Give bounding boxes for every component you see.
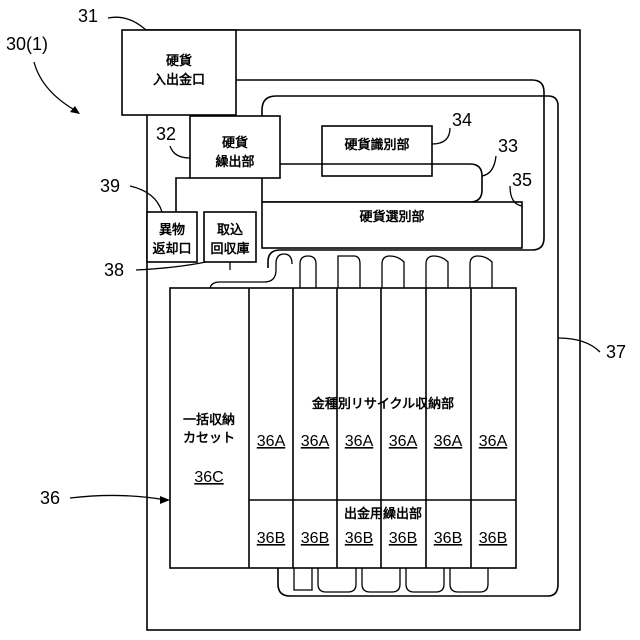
ref-39: 39 xyxy=(100,176,120,196)
ref-35: 35 xyxy=(512,170,532,190)
ref-30: 30(1) xyxy=(6,34,48,54)
inlet-label-1: 硬貨 xyxy=(166,53,192,69)
slot-b-6: 36B xyxy=(479,530,507,547)
ref-36: 36 xyxy=(40,488,60,508)
cassette-label-1: 一括収納 xyxy=(183,412,235,428)
slot-a-3: 36A xyxy=(345,433,374,450)
coin-sorter-box xyxy=(262,202,522,248)
feeder-label-1: 硬貨 xyxy=(222,135,248,151)
ref-32: 32 xyxy=(156,124,176,144)
storage-area xyxy=(170,288,516,568)
slot-a-6: 36A xyxy=(479,433,508,450)
inlet-label-2: 入出金口 xyxy=(153,72,205,88)
slot-b-4: 36B xyxy=(389,530,417,547)
dispense-label: 出金用繰出部 xyxy=(344,506,422,522)
leader-31 xyxy=(108,17,146,30)
feeder-label-2: 繰出部 xyxy=(215,154,254,170)
foreign-label-1: 異物 xyxy=(159,222,185,238)
ref-38: 38 xyxy=(104,260,124,280)
slot-a-1: 36A xyxy=(257,433,286,450)
reject-label-1: 取込 xyxy=(217,222,244,238)
ref-33: 33 xyxy=(498,136,518,156)
ref-34: 34 xyxy=(452,110,472,130)
leader-30-arrowhead xyxy=(70,106,80,114)
recycle-label: 金種別リサイクル収納部 xyxy=(311,396,454,412)
foreign-label-2: 返却口 xyxy=(152,241,191,257)
leader-30 xyxy=(34,62,78,112)
ref-37: 37 xyxy=(606,342,626,362)
slot-a-4: 36A xyxy=(389,433,418,450)
slot-a-5: 36A xyxy=(434,433,463,450)
slot-b-5: 36B xyxy=(434,530,462,547)
sorter-label: 硬貨選別部 xyxy=(359,209,424,225)
identifier-label: 硬貨識別部 xyxy=(344,137,409,153)
slot-b-1: 36B xyxy=(257,530,285,547)
cassette-label-2: カセット xyxy=(183,431,235,446)
slot-b-3: 36B xyxy=(345,530,373,547)
ref-31: 31 xyxy=(78,6,98,26)
cassette-code: 36C xyxy=(194,469,223,486)
reject-label-2: 回収庫 xyxy=(210,241,249,257)
slot-b-2: 36B xyxy=(301,530,329,547)
slot-a-2: 36A xyxy=(301,433,330,450)
